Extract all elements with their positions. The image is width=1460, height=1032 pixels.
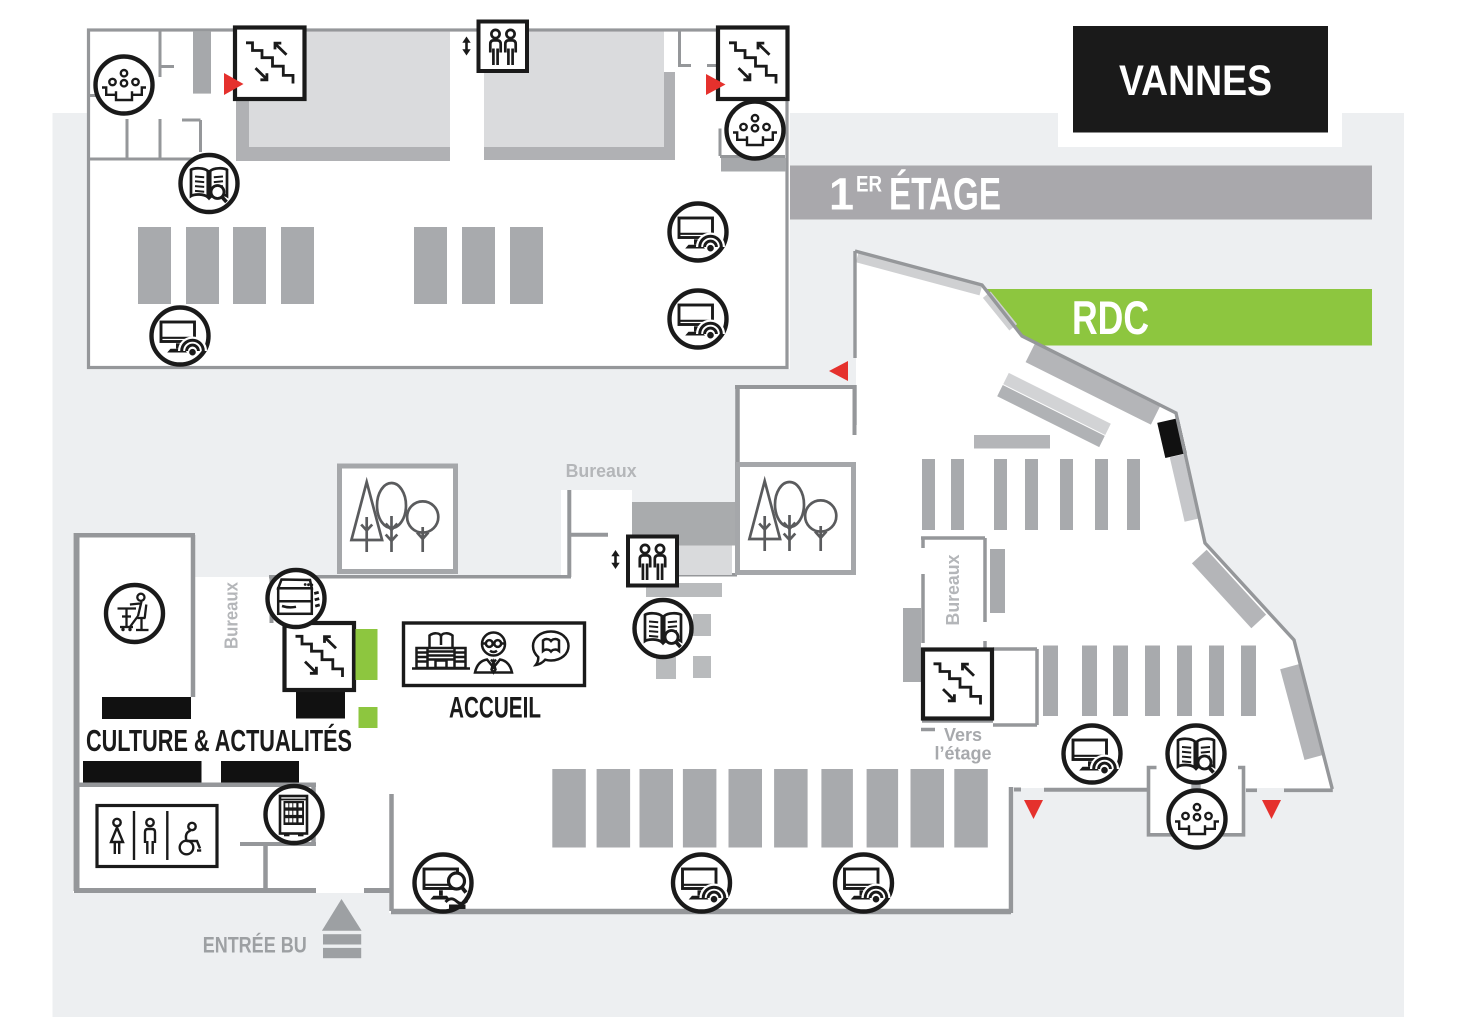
svg-text:Bureaux: Bureaux <box>222 582 242 649</box>
svg-text:RDC: RDC <box>1072 291 1149 344</box>
svg-text:ÉTAGE: ÉTAGE <box>889 169 1001 220</box>
svg-text:ACCUEIL: ACCUEIL <box>449 692 541 725</box>
svg-text:Bureaux: Bureaux <box>943 555 963 626</box>
svg-text:1: 1 <box>829 169 854 220</box>
svg-text:VANNES: VANNES <box>1119 58 1272 105</box>
svg-text:l’étage: l’étage <box>934 744 991 764</box>
svg-text:Vers: Vers <box>944 725 982 745</box>
svg-text:ER: ER <box>856 172 882 197</box>
svg-text:CULTURE & ACTUALITÉS: CULTURE & ACTUALITÉS <box>86 723 352 758</box>
svg-text:Bureaux: Bureaux <box>566 461 637 481</box>
svg-text:ENTRÉE BU: ENTRÉE BU <box>203 933 307 958</box>
